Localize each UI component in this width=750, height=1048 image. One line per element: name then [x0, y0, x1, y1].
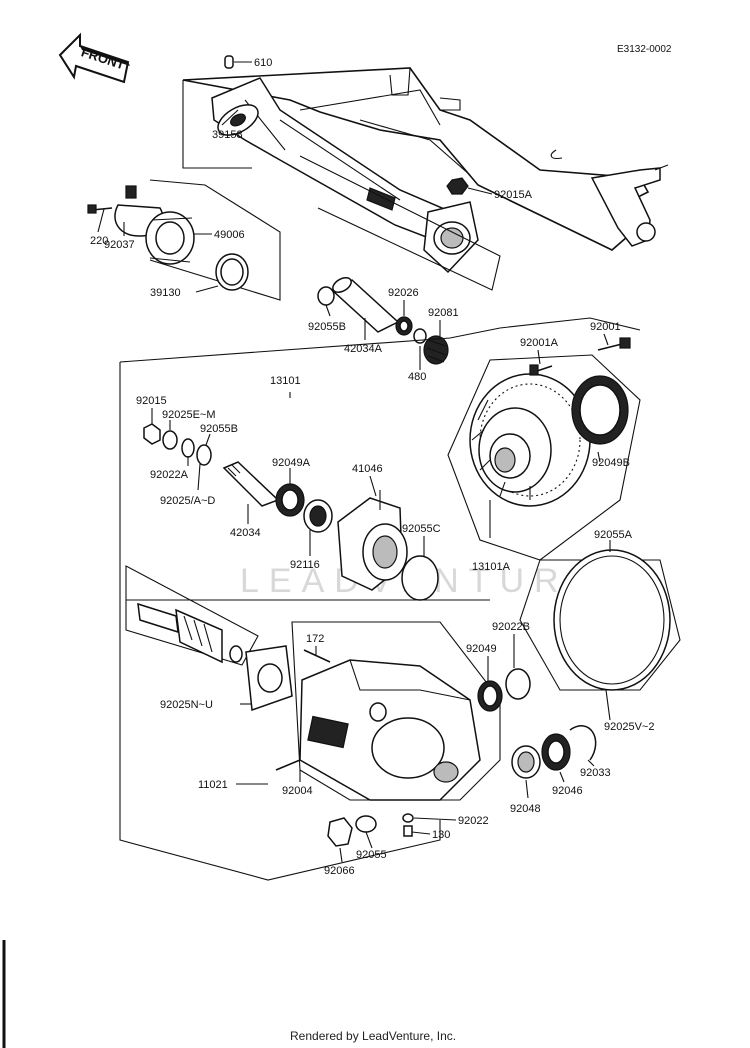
washer-92025EM[interactable]: [162, 430, 178, 450]
label-39158: 39158: [212, 129, 243, 141]
label-92046: 92046: [552, 785, 583, 797]
spring-92081[interactable]: [423, 335, 449, 365]
bolt-92001A[interactable]: [529, 364, 553, 376]
label-92026: 92026: [388, 287, 419, 299]
bolt-92001[interactable]: [597, 337, 631, 351]
label-92055B-top: 92055B: [308, 321, 346, 333]
label-49006: 49006: [214, 229, 245, 241]
stud-172[interactable]: [303, 649, 331, 663]
shim-92022B[interactable]: [505, 668, 531, 700]
washer-92022A[interactable]: [181, 438, 195, 458]
label-42034A: 42034A: [344, 343, 383, 355]
label-92001: 92001: [590, 321, 621, 333]
label-92015: 92015: [136, 395, 167, 407]
label-92066: 92066: [324, 865, 355, 877]
label-92015A: 92015A: [494, 189, 533, 201]
bearing-92049A[interactable]: [275, 483, 305, 517]
ring-gear-13101A[interactable]: [469, 373, 591, 507]
label-92025V2: 92025V~2: [604, 721, 654, 733]
label-92025EM: 92025E~M: [162, 409, 216, 421]
label-92022A: 92022A: [150, 469, 189, 481]
label-92025NU: 92025N~U: [160, 699, 213, 711]
label-42034: 42034: [230, 527, 261, 539]
label-92081: 92081: [428, 307, 459, 319]
label-130: 130: [432, 829, 450, 841]
bolt-130[interactable]: [403, 825, 413, 837]
gasket-92055A[interactable]: [553, 549, 671, 691]
label-92048: 92048: [510, 803, 541, 815]
label-92055B: 92055B: [200, 423, 238, 435]
label-172: 172: [306, 633, 324, 645]
label-92025AD: 92025/A~D: [160, 495, 215, 507]
label-92049B: 92049B: [592, 457, 630, 469]
boot-49006[interactable]: [145, 211, 195, 265]
label-92049A: 92049A: [272, 457, 311, 469]
label-92116: 92116: [290, 559, 320, 571]
bearing-92116[interactable]: [303, 499, 333, 533]
label-610: 610: [254, 57, 272, 69]
circlip-92033[interactable]: [569, 725, 597, 761]
label-92055A: 92055A: [594, 529, 633, 541]
label-480: 480: [408, 371, 426, 383]
drain-bolt-92066[interactable]: [327, 817, 353, 847]
label-92033: 92033: [580, 767, 611, 779]
nut-92015[interactable]: [143, 423, 161, 445]
label-41046: 41046: [352, 463, 383, 475]
oring-92055[interactable]: [355, 815, 377, 833]
label-92004: 92004: [282, 785, 313, 797]
nut-92015A[interactable]: [446, 177, 469, 195]
label-92022: 92022: [458, 815, 489, 827]
washer-92026[interactable]: [395, 316, 413, 336]
gasket-92025NU[interactable]: [245, 645, 293, 712]
bearing-92049[interactable]: [477, 680, 503, 712]
label-92037: 92037: [104, 239, 135, 251]
label-92022B: 92022B: [492, 621, 530, 633]
front-arrow-icon: [58, 32, 130, 84]
housing-41046[interactable]: [337, 490, 408, 591]
bolt-220[interactable]: [87, 204, 113, 214]
label-220: 220: [90, 235, 108, 247]
shaft-42034[interactable]: [222, 461, 280, 507]
label-39130: 39130: [150, 287, 181, 299]
footer-credit: Rendered by LeadVenture, Inc.: [290, 1029, 456, 1043]
label-11021: 11021: [198, 779, 228, 791]
oring-92055C[interactable]: [401, 555, 439, 601]
race-92048[interactable]: [511, 745, 541, 779]
label-92049: 92049: [466, 643, 497, 655]
stud-92004[interactable]: [275, 759, 301, 771]
label-92055C: 92055C: [402, 523, 441, 535]
bolt-610[interactable]: [224, 55, 234, 69]
pinion-gear[interactable]: [137, 602, 243, 664]
label-13101: 13101: [270, 375, 301, 387]
washer-92022[interactable]: [402, 813, 414, 823]
circlip-92055B-b[interactable]: [196, 444, 212, 466]
gear-case-11021[interactable]: [299, 659, 481, 801]
bearing-92049B[interactable]: [571, 375, 629, 445]
part-labels: 610 39158 92015A 220 49006 92037 39130 9…: [90, 57, 654, 877]
swing-arm[interactable]: [182, 67, 669, 274]
leader-lines: [97, 61, 611, 863]
reference-code: E3132-0002: [617, 44, 672, 55]
label-92055: 92055: [356, 849, 387, 861]
label-92001A: 92001A: [520, 337, 559, 349]
bearing-92046[interactable]: [541, 733, 571, 771]
label-13101A: 13101A: [472, 561, 511, 573]
ring-39130[interactable]: [215, 253, 249, 291]
